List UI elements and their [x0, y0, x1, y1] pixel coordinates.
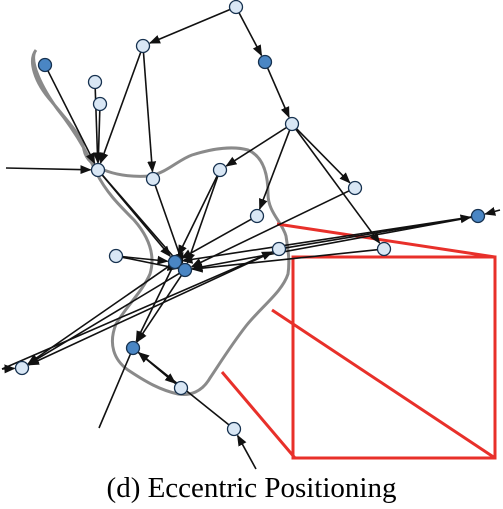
- lens-connector-left: [271, 308, 496, 460]
- node-n22: [226, 421, 242, 437]
- edge-n17-n20: [136, 274, 183, 343]
- node-n13: [376, 241, 392, 257]
- edge-n3-n8: [47, 70, 96, 165]
- graph-canvas: [1, 0, 501, 470]
- edge-n8-n17: [101, 174, 181, 266]
- node-n3-highlighted: [37, 57, 53, 73]
- graph-nodes: [14, 0, 486, 437]
- node-n6: [87, 74, 103, 90]
- graph-figure: [1, 0, 501, 470]
- node-n12: [249, 208, 265, 224]
- edge-n18-n14: [285, 214, 472, 249]
- edge-n15-n16: [122, 255, 169, 265]
- edge-n16-n20: [135, 267, 173, 343]
- edge-n2-n8: [99, 51, 142, 165]
- node-n14-highlighted: [470, 208, 486, 224]
- figure-caption: (d) Eccentric Positioning: [106, 472, 397, 504]
- stub-edge-n22: [236, 434, 257, 470]
- node-n7: [92, 96, 108, 112]
- edge-n5-n11: [295, 128, 351, 184]
- node-n11: [347, 180, 363, 196]
- node-n1: [228, 0, 244, 15]
- focus-region-outline: [31, 49, 291, 396]
- edge-n5-n13: [295, 128, 381, 244]
- lens-callout: [220, 222, 497, 460]
- lens-connector-top: [276, 222, 496, 259]
- node-n18: [271, 241, 287, 257]
- edge-n14-n17: [191, 216, 472, 272]
- node-n17-highlighted: [177, 262, 193, 278]
- edge-stubs: [1, 165, 501, 470]
- lens-connector-bottom: [220, 371, 297, 459]
- edge-n2-n9: [142, 52, 157, 173]
- stub-edge-n20: [98, 347, 134, 429]
- edge-n1-n2: [148, 8, 231, 44]
- edge-n5-n12: [258, 129, 291, 211]
- node-n2: [135, 38, 151, 54]
- stub-edge-n14: [484, 207, 501, 216]
- edge-n16-n19: [27, 265, 171, 365]
- edge-n12-n16: [180, 218, 252, 260]
- edge-n5-n10: [225, 126, 287, 167]
- node-n8: [90, 162, 106, 178]
- node-n19: [14, 360, 30, 376]
- edge-n1-n4: [238, 12, 263, 57]
- stub-edge-n18: [1, 251, 274, 370]
- node-n15: [108, 248, 124, 264]
- edge-n10-n16: [177, 175, 218, 257]
- edge-n7-n8: [94, 110, 104, 164]
- node-n16-highlighted: [167, 254, 183, 270]
- edge-n18-n19: [27, 251, 274, 366]
- edge-n10-n17: [186, 175, 219, 264]
- stub-edge-n8: [5, 165, 92, 175]
- graph-edges: [27, 8, 472, 426]
- node-n9: [145, 171, 161, 187]
- node-n10: [212, 162, 228, 178]
- node-n4-highlighted: [257, 54, 273, 70]
- stub-edge-n19: [1, 364, 16, 374]
- edge-n13-n17: [191, 248, 378, 273]
- lens-square: [291, 255, 497, 460]
- edge-n11-n17: [190, 190, 350, 268]
- node-n5: [284, 116, 300, 132]
- node-n21: [173, 380, 189, 396]
- edge-n17-n19: [27, 272, 180, 365]
- edge-n4-n5: [266, 67, 290, 119]
- node-n20-highlighted: [125, 340, 141, 356]
